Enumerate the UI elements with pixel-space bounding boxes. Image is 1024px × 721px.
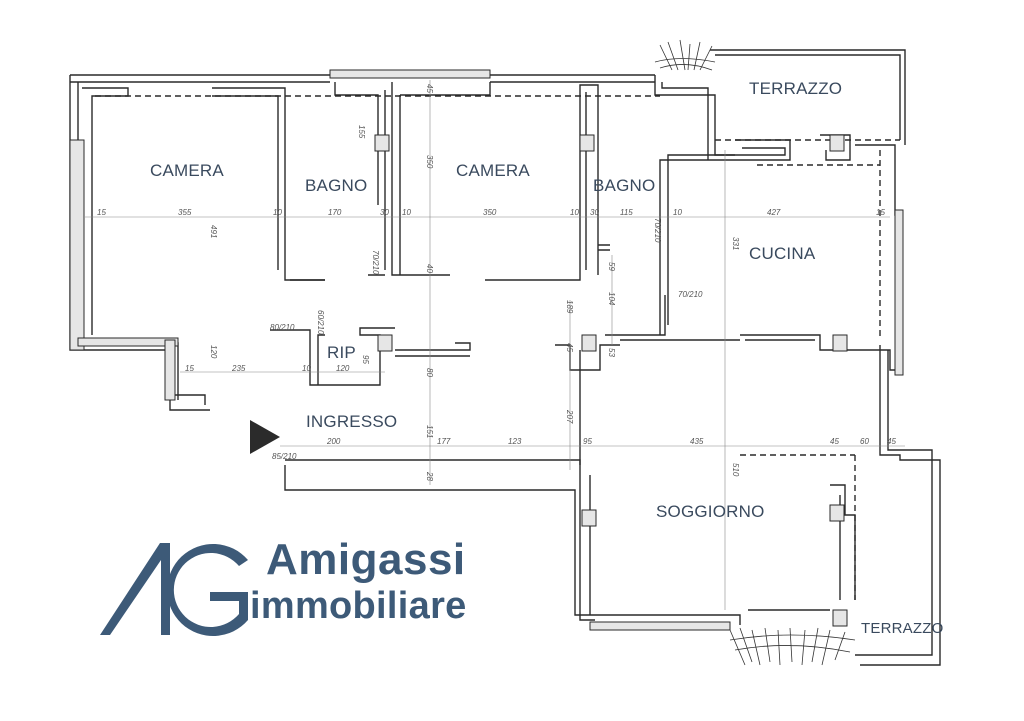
dimension-label: 200 xyxy=(327,437,341,446)
dimension-label: 45 xyxy=(565,343,574,352)
dimension-label: 115 xyxy=(620,208,633,217)
dimension-label: 60 xyxy=(860,437,869,446)
dimension-label: 40 xyxy=(425,264,434,273)
dimension-label: 53 xyxy=(607,348,616,357)
dimension-label: 491 xyxy=(209,225,218,239)
company-logo: Amigassi immobiliare xyxy=(98,535,498,640)
logo-brand-subtitle: immobiliare xyxy=(250,585,467,627)
dimension-label: 10 xyxy=(402,208,411,217)
dimension-label: 30 xyxy=(590,208,599,217)
room-label-terrazzo-bottom: TERRAZZO xyxy=(861,620,944,637)
door-annotation: 80/210 xyxy=(270,323,295,332)
dimension-label: 10 xyxy=(570,208,579,217)
dimension-label: 235 xyxy=(232,364,246,373)
dimension-label: 30 xyxy=(380,208,389,217)
door-annotation: 70/210 xyxy=(653,218,662,243)
dimension-label: 59 xyxy=(607,262,616,271)
ag-monogram-icon xyxy=(100,543,248,636)
dimension-label: 331 xyxy=(731,237,740,251)
dimension-label: 427 xyxy=(767,208,781,217)
door-annotation: 70/210 xyxy=(371,250,380,275)
room-label-terrazzo-top: TERRAZZO xyxy=(749,79,843,98)
entrance-arrow-icon xyxy=(250,420,280,454)
dimension-label: 170 xyxy=(328,208,342,217)
dimension-label: 15 xyxy=(185,364,194,373)
door-annotation: 60/210 xyxy=(316,310,325,335)
dimension-label: 80 xyxy=(425,368,434,377)
logo-brand-name: Amigassi xyxy=(266,535,466,584)
room-label-camera-1: CAMERA xyxy=(150,161,224,180)
dimension-label: 510 xyxy=(731,463,740,477)
room-label-ingresso: INGRESSO xyxy=(306,412,398,431)
room-label-bagno-2: BAGNO xyxy=(593,176,656,195)
dimension-label: 207 xyxy=(565,410,574,424)
dimension-label: 95 xyxy=(361,355,370,364)
dimension-label: 350 xyxy=(483,208,497,217)
dimension-label: 123 xyxy=(508,437,522,446)
dimension-label: 355 xyxy=(178,208,192,217)
dimension-label: 435 xyxy=(690,437,704,446)
door-annotation: 70/210 xyxy=(678,290,703,299)
dimension-label: 10 xyxy=(302,364,311,373)
dimension-label: 15 xyxy=(876,208,885,217)
room-label-camera-2: CAMERA xyxy=(456,161,530,180)
door-annotation: 85/210 xyxy=(272,452,297,461)
dimension-label: 120 xyxy=(209,345,218,359)
dimension-label: 350 xyxy=(425,155,434,169)
dimension-label: 189 xyxy=(565,300,574,314)
room-label-soggiorno: SOGGIORNO xyxy=(656,502,765,521)
room-label-cucina: CUCINA xyxy=(749,244,816,263)
dimension-label: 177 xyxy=(437,437,451,446)
dimension-label: 15 xyxy=(97,208,106,217)
dimension-label: 45 xyxy=(425,84,434,93)
dimension-label: 45 xyxy=(830,437,839,446)
dimension-label: 155 xyxy=(357,125,366,139)
dimension-label: 28 xyxy=(425,472,434,481)
dimension-label: 10 xyxy=(673,208,682,217)
room-label-rip: RIP xyxy=(327,343,356,362)
dimension-label: 151 xyxy=(425,425,434,439)
dimension-label: 104 xyxy=(607,292,616,306)
room-label-bagno-1: BAGNO xyxy=(305,176,368,195)
dimension-label: 10 xyxy=(273,208,282,217)
dimension-label: 45 xyxy=(887,437,896,446)
dimension-label: 95 xyxy=(583,437,592,446)
dimension-label: 120 xyxy=(336,364,350,373)
